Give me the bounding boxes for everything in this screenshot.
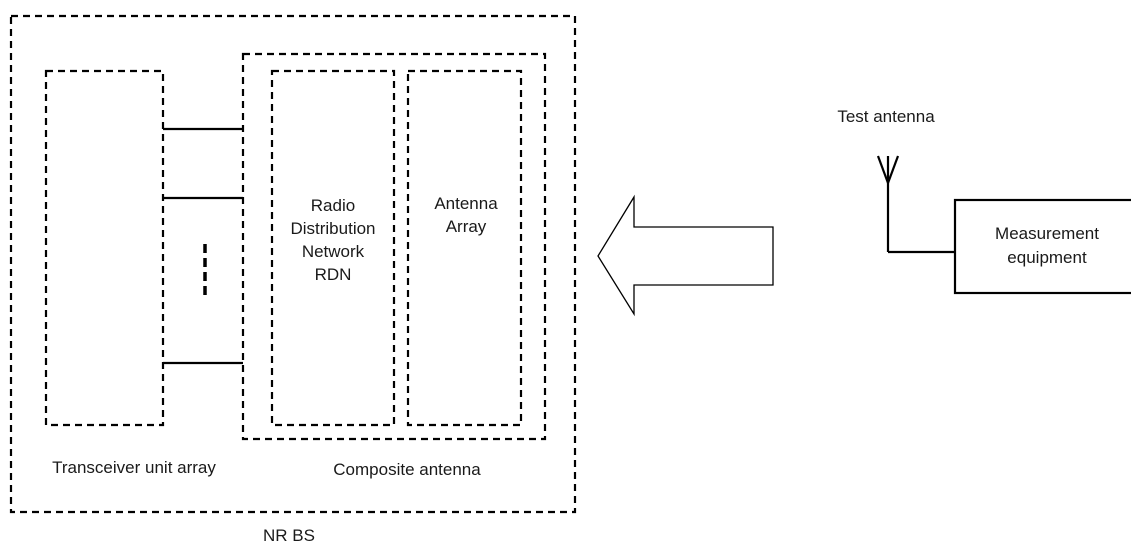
- nr-bs-box: [9, 14, 577, 514]
- rdn-label-line-2: Distribution: [290, 219, 375, 238]
- test-antenna-icon: [876, 155, 955, 254]
- measurement-equipment-box: [953, 198, 1131, 295]
- rdn-box: [270, 69, 396, 427]
- antenna-array-box: [406, 69, 523, 427]
- rdn-label-line-1: Radio: [311, 196, 355, 215]
- transceiver-unit-array-label: Transceiver unit array: [52, 458, 216, 477]
- transceiver-unit-array-box: [44, 69, 165, 427]
- measurement-equipment-label-line-1: Measurement: [995, 224, 1099, 243]
- nr-bs-label: NR BS: [263, 526, 315, 545]
- antenna-array-label-line-2: Array: [446, 217, 487, 236]
- signal-arrow: [597, 194, 774, 317]
- rdn-label-line-4: RDN: [315, 265, 352, 284]
- antenna-array-label-line-1: Antenna: [434, 194, 498, 213]
- test-antenna-label: Test antenna: [837, 107, 935, 126]
- measurement-equipment-label-line-2: equipment: [1007, 248, 1087, 267]
- composite-antenna-box: [241, 52, 547, 441]
- rdn-label-line-3: Network: [302, 242, 365, 261]
- composite-antenna-label: Composite antenna: [333, 460, 481, 479]
